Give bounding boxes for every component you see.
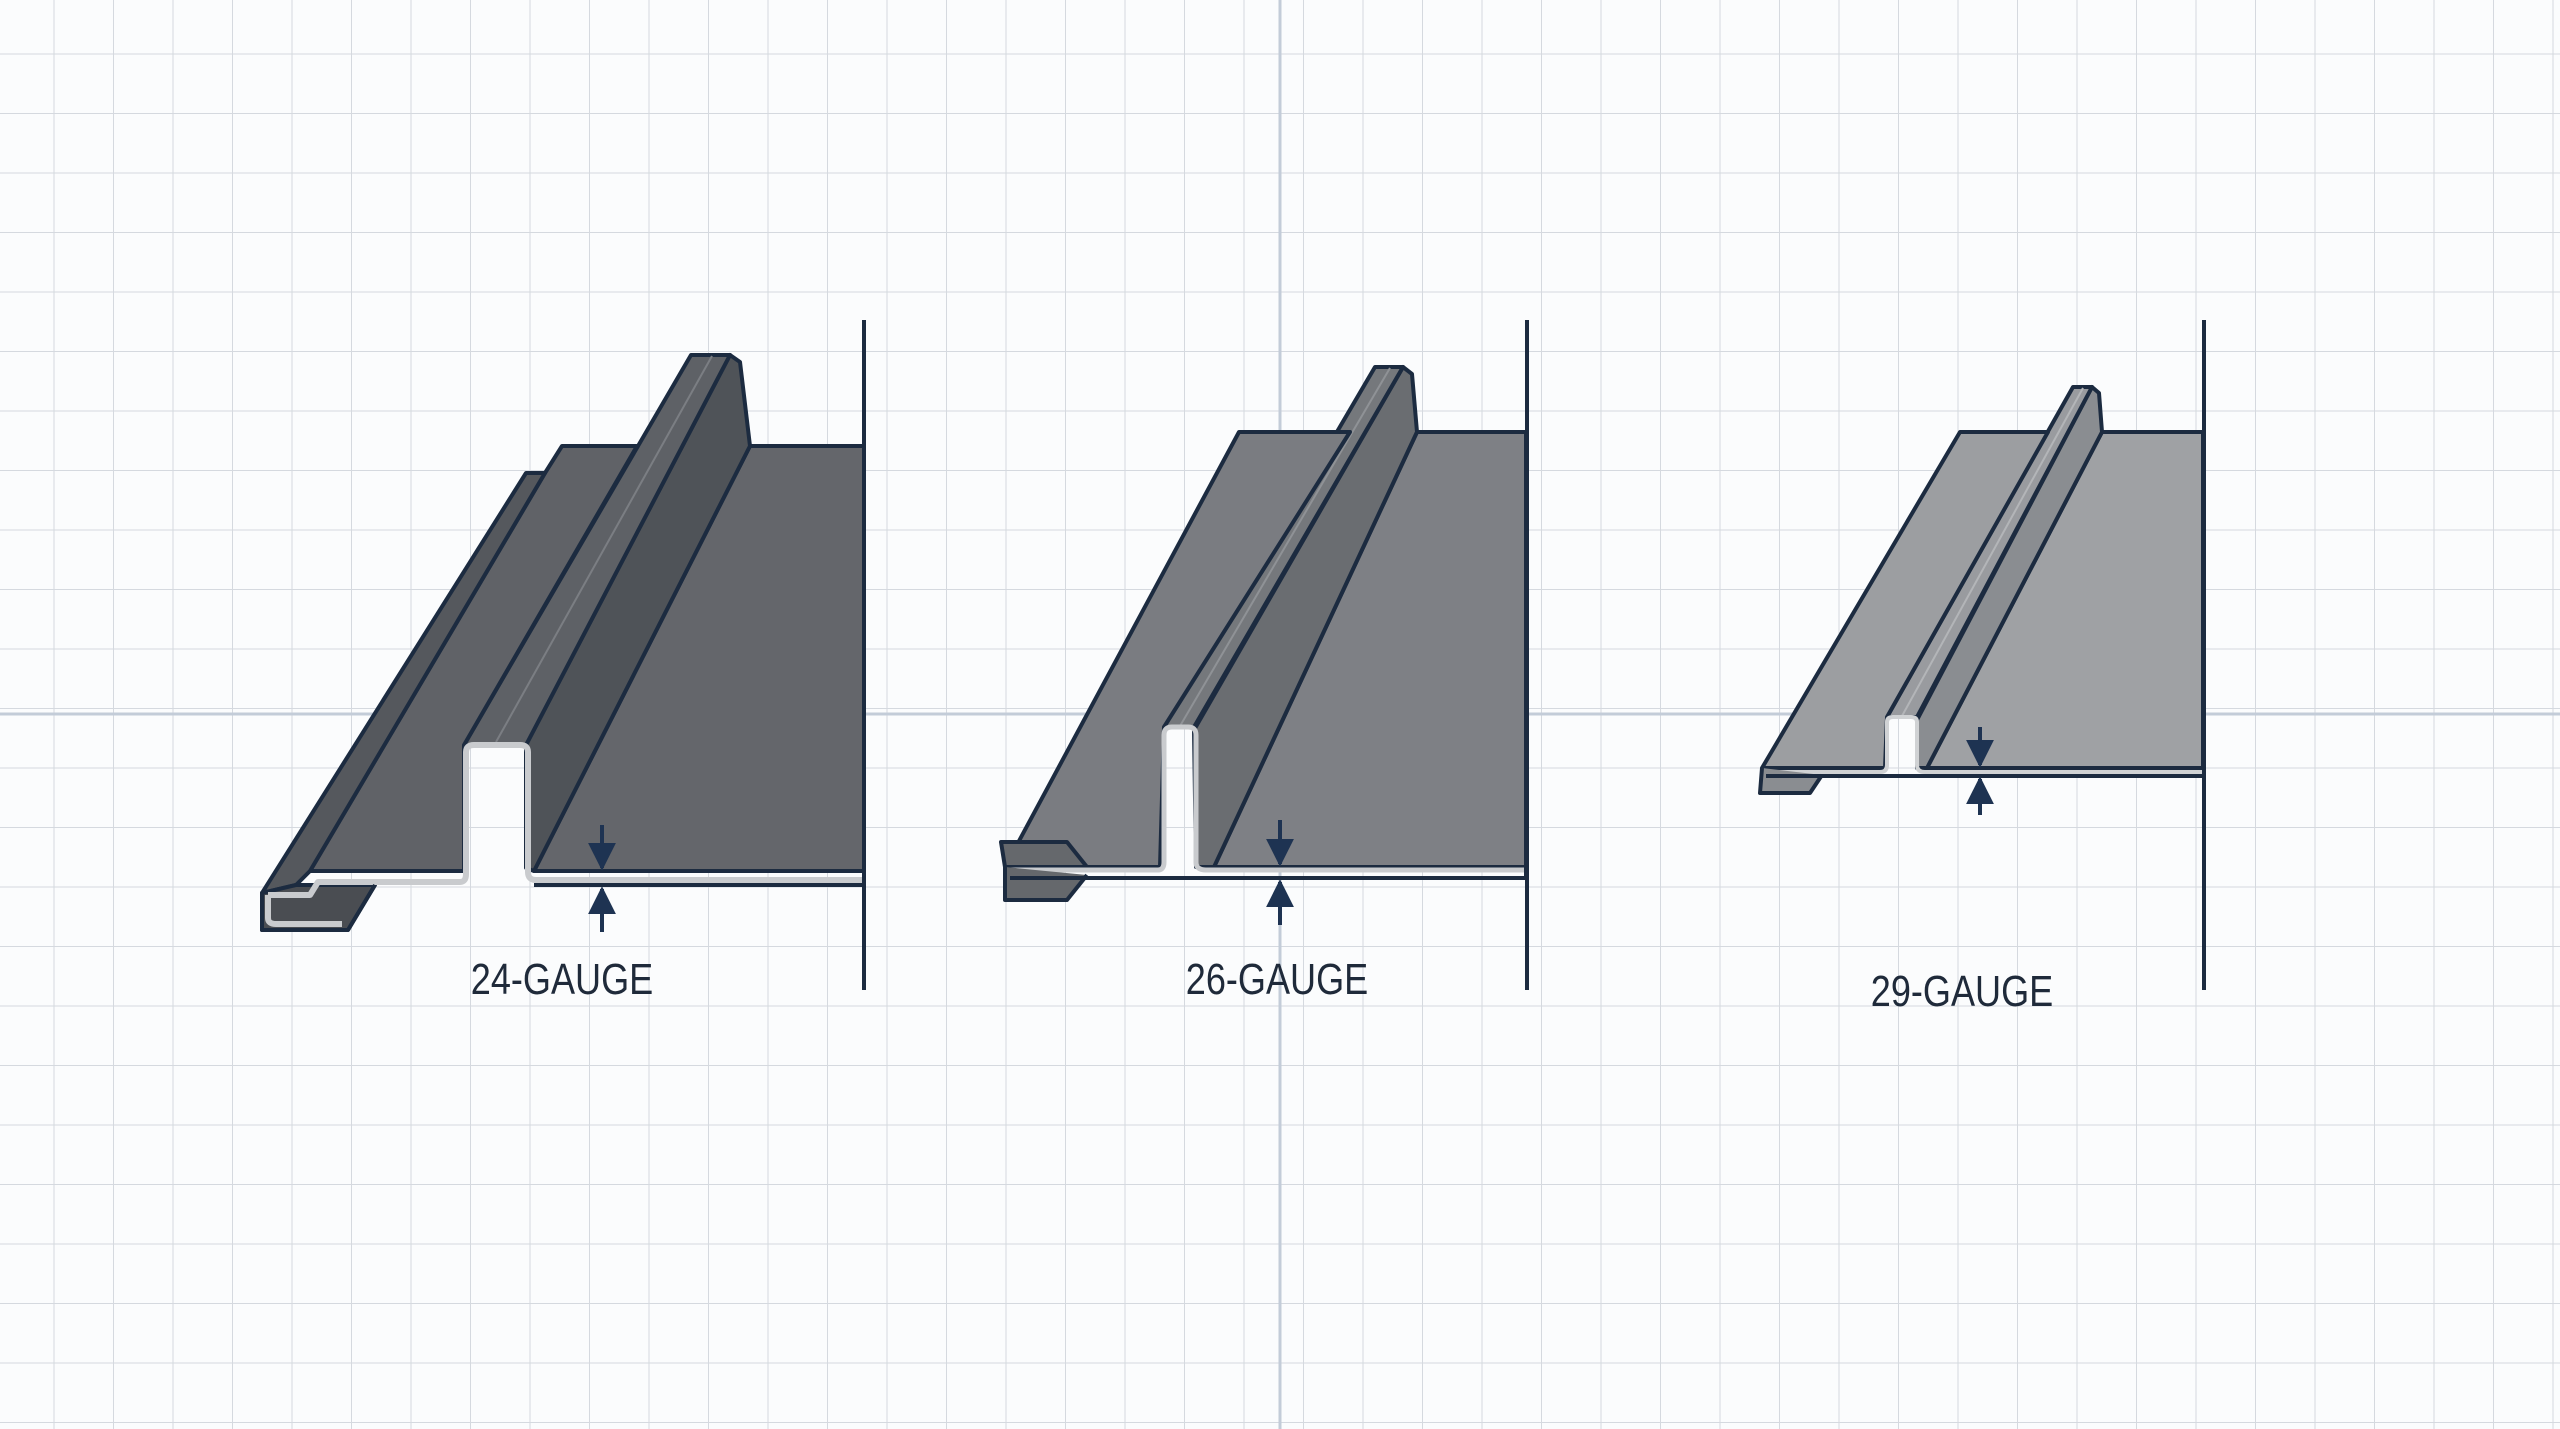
reference-lines [862,320,2206,990]
profile-cross-section [1010,724,1526,873]
profile-cross-section [1766,715,2203,774]
gauge-label-24: 24-GAUGE [470,955,654,1004]
panel-26-gauge [999,365,1528,902]
thickness-indicators [588,727,1994,932]
hem [999,840,1089,869]
panel-edge-strip [260,471,547,895]
gauge-label-29: 29-GAUGE [1870,967,2054,1016]
panel-29-gauge [1758,385,2205,795]
panel-24-gauge [260,353,866,932]
profile-cross-section [268,742,864,898]
gauge-label-26: 26-GAUGE [1185,955,1369,1004]
